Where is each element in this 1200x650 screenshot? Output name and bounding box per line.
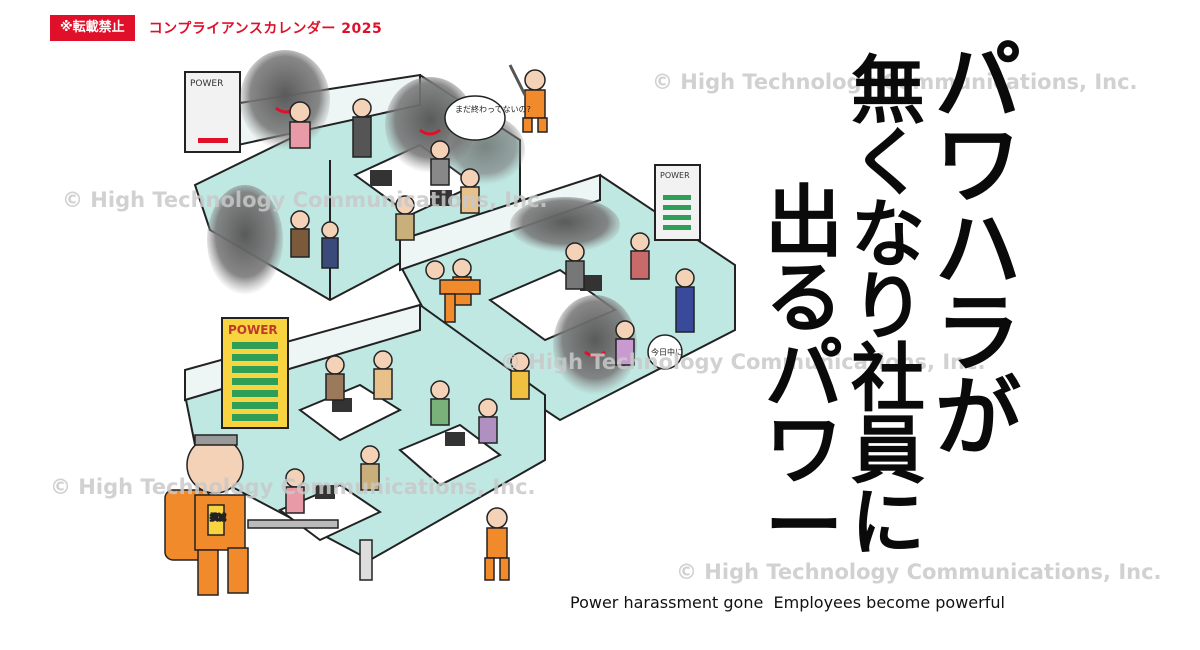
bubble-2-text: 今日中に — [651, 347, 683, 357]
headline-column-2: 無 く な り 社 員 に — [851, 48, 925, 566]
speech-bubble-2: 今日中に — [647, 334, 683, 370]
backpack-label: 撲滅 — [210, 512, 226, 522]
office-workers — [285, 98, 695, 514]
watermark-5: © High Technology Communications, Inc. — [676, 560, 1162, 584]
ghostbuster-figures: 撲滅 — [164, 64, 548, 596]
english-subtitle: Power harassment gone Employees become p… — [570, 593, 1005, 612]
watermark-3: © High Technology Communications, Inc. — [500, 350, 986, 374]
svg-text:POWER: POWER — [660, 171, 690, 180]
reprint-prohibited-badge: ※転載禁止 — [50, 15, 135, 41]
computers — [315, 170, 602, 499]
headline-column-1: パ ワ ハ ラ が — [935, 32, 1021, 468]
headline-column-3: 出 る パ ワ ー — [764, 178, 843, 572]
office-illustration: POWER POWER POWER — [164, 50, 736, 596]
power-server-top-left: POWER — [184, 71, 241, 153]
power-panel: POWER — [221, 317, 289, 429]
bubble-1-text: まだ終わってないの? — [455, 104, 531, 114]
watermark-1: © High Technology Communications, Inc. — [652, 70, 1138, 94]
smoke-monsters — [207, 50, 637, 395]
watermark-2: © High Technology Communications, Inc. — [62, 188, 548, 212]
header: ※転載禁止 コンプライアンスカレンダー 2025 — [50, 15, 382, 41]
speech-bubble-1: まだ終わってないの? — [444, 95, 531, 141]
power-panel-label: POWER — [228, 323, 278, 337]
svg-text:POWER: POWER — [190, 79, 223, 89]
watermark-4: © High Technology Communications, Inc. — [50, 475, 536, 499]
calendar-title: コンプライアンスカレンダー 2025 — [148, 21, 383, 37]
power-server-right: POWER — [654, 164, 701, 241]
